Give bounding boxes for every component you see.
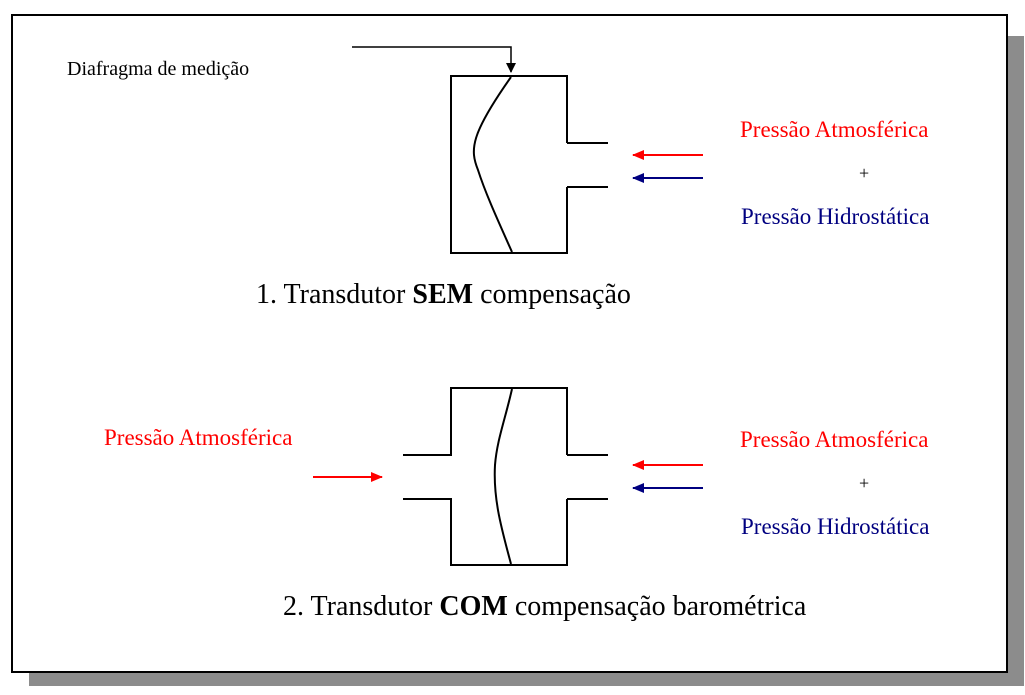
hydrostatic-pressure-label-1: Pressão Hidrostática bbox=[741, 204, 930, 229]
plus-sign-1: + bbox=[859, 163, 870, 183]
measuring-diaphragm-compensated bbox=[493, 388, 513, 565]
diaphragm-pointer-arrow bbox=[352, 46, 516, 73]
caption-compensated: 2. Transdutor COM compensação barométric… bbox=[283, 593, 806, 621]
plus-sign-2: + bbox=[859, 473, 870, 493]
caption-prefix-2: 2. Transdutor bbox=[283, 591, 440, 622]
caption-prefix-1: 1. Transdutor bbox=[256, 279, 413, 310]
transducer-body-uncompensated bbox=[450, 75, 608, 254]
caption-bold-1: SEM bbox=[412, 279, 474, 310]
hydrostatic-pressure-label-2: Pressão Hidrostática bbox=[741, 514, 930, 539]
atmospheric-pressure-label-left: Pressão Atmosférica bbox=[104, 425, 293, 450]
atmospheric-pressure-label-1: Pressão Atmosférica bbox=[740, 117, 929, 142]
caption-uncompensated: 1. Transdutor SEM compensação bbox=[256, 281, 631, 309]
diagram-frame bbox=[11, 14, 1008, 673]
caption-bold-2: COM bbox=[439, 591, 508, 622]
transducer-body-compensated bbox=[403, 387, 608, 566]
diaphragm-label: Diafragma de medição bbox=[67, 58, 250, 80]
caption-suffix-2: compensação barométrica bbox=[507, 591, 807, 622]
atmospheric-pressure-label-2: Pressão Atmosférica bbox=[740, 427, 929, 452]
measuring-diaphragm-uncompensated bbox=[472, 76, 513, 253]
caption-suffix-1: compensação bbox=[473, 279, 631, 310]
